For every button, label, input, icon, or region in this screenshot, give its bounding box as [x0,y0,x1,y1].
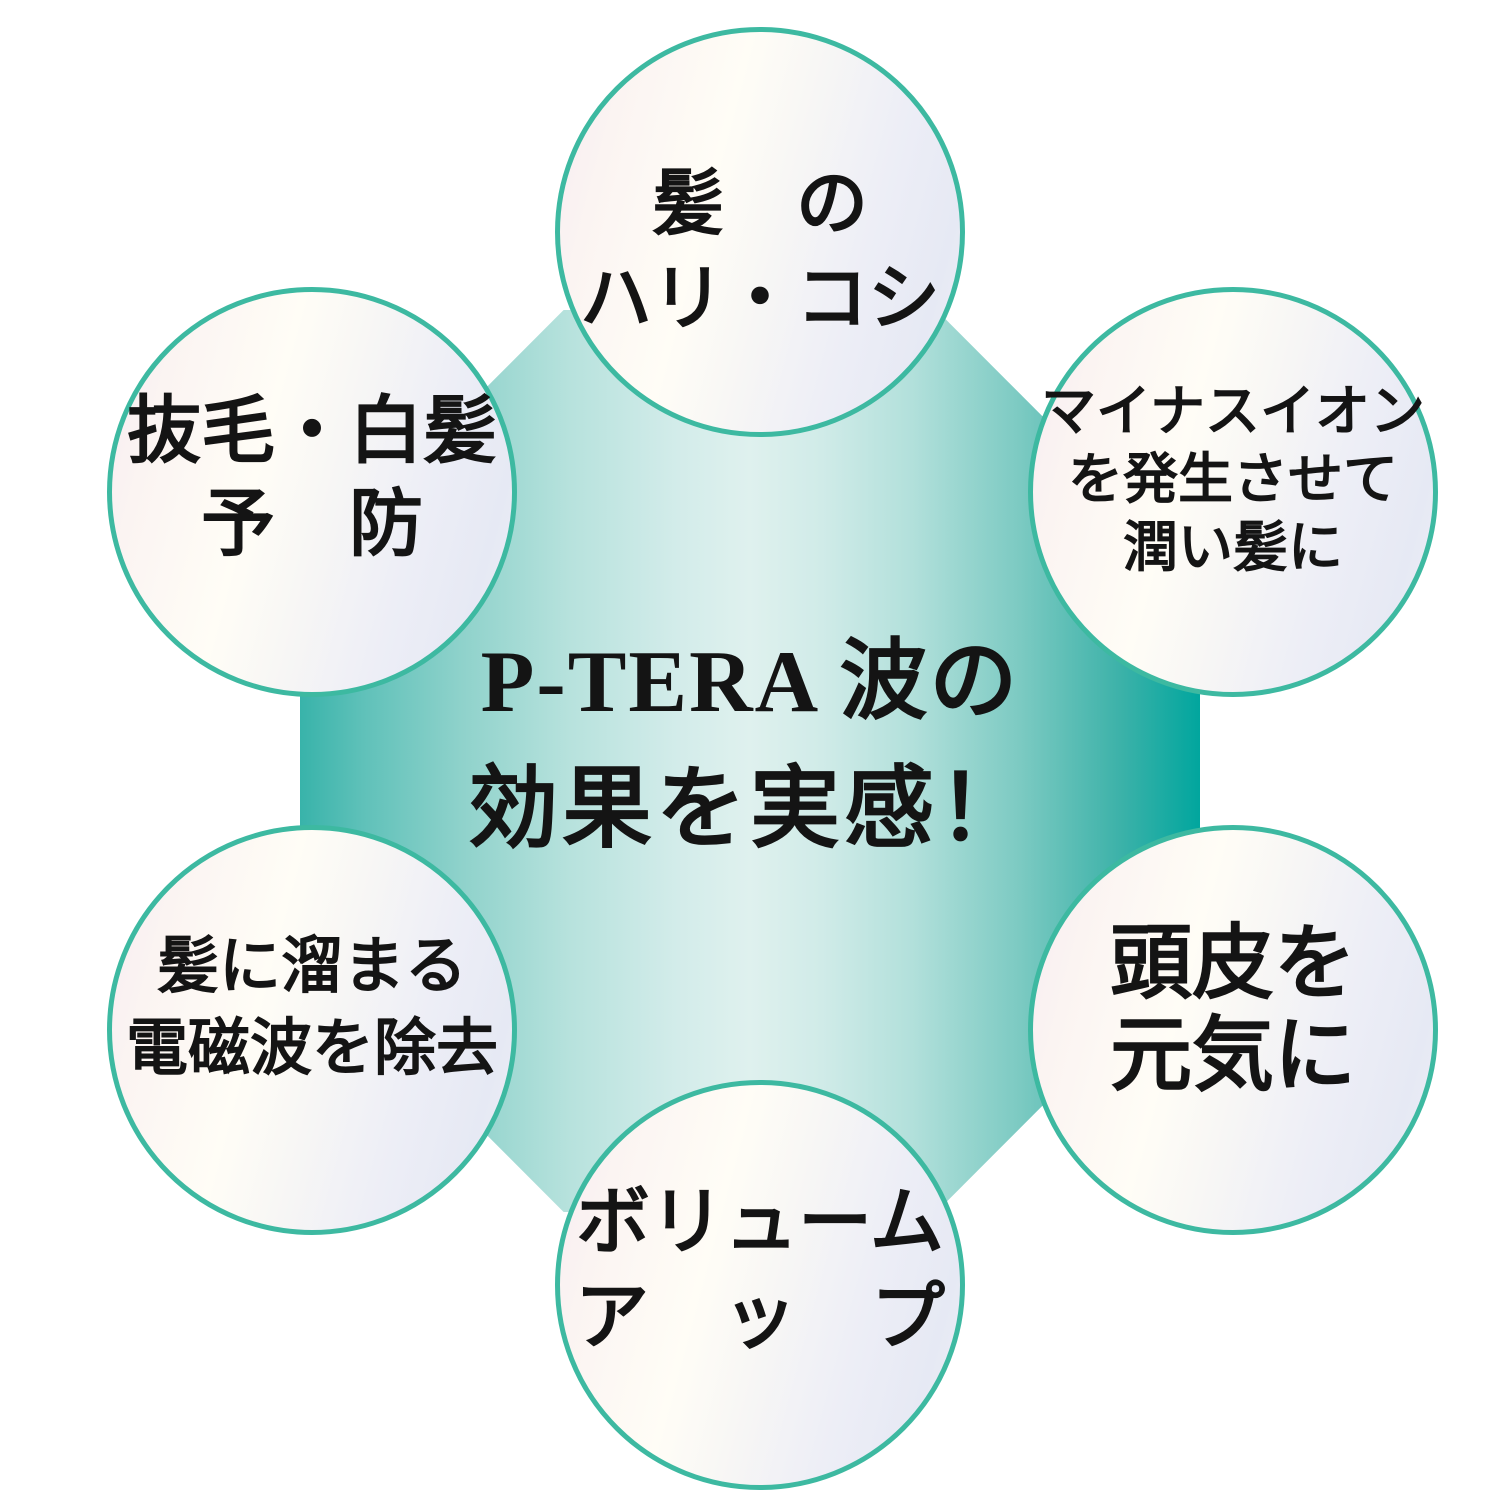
benefit-text: ア ッ プ [575,1277,945,1359]
benefit-circle-emf-removal: 髪に溜まる 電磁波を除去 [107,825,517,1235]
benefit-circle-hair-hari-koshi: 髪 の ハリ・コシ [555,27,965,437]
benefit-text: を発生させて [1067,448,1398,510]
benefit-text: 髪に溜まる [156,933,467,1002]
benefit-text: 元気に [1109,1010,1356,1101]
benefit-circle-scalp-vitality: 頭皮を 元気に [1028,825,1438,1235]
center-title-line2: 効果を実感！ [468,759,1032,859]
benefit-circle-minus-ion: マイナスイオン を発生させて 潤い髪に [1028,287,1438,697]
benefit-text: 電磁波を除去 [125,1015,498,1083]
center-title: P-TERA 波の 効果を実感！ [300,310,1200,1212]
benefit-text: ハリ・コシ [579,259,940,339]
benefit-text: 潤い髪に [1122,517,1343,579]
benefit-circle-volume-up: ボリューム ア ッ プ [555,1080,965,1490]
benefit-text: 頭皮を [1109,918,1356,1010]
benefit-text: マイナスイオン [1041,380,1425,442]
benefit-text: ボリューム [576,1182,944,1265]
benefit-text: 抜毛・白髪 [127,390,497,473]
benefit-circle-hair-loss-gray-prevention: 抜毛・白髪 予 防 [107,287,517,697]
center-title-line1: P-TERA 波の [480,633,1020,731]
benefit-text: 予 防 [201,484,423,566]
benefit-text: 髪 の [651,163,868,244]
